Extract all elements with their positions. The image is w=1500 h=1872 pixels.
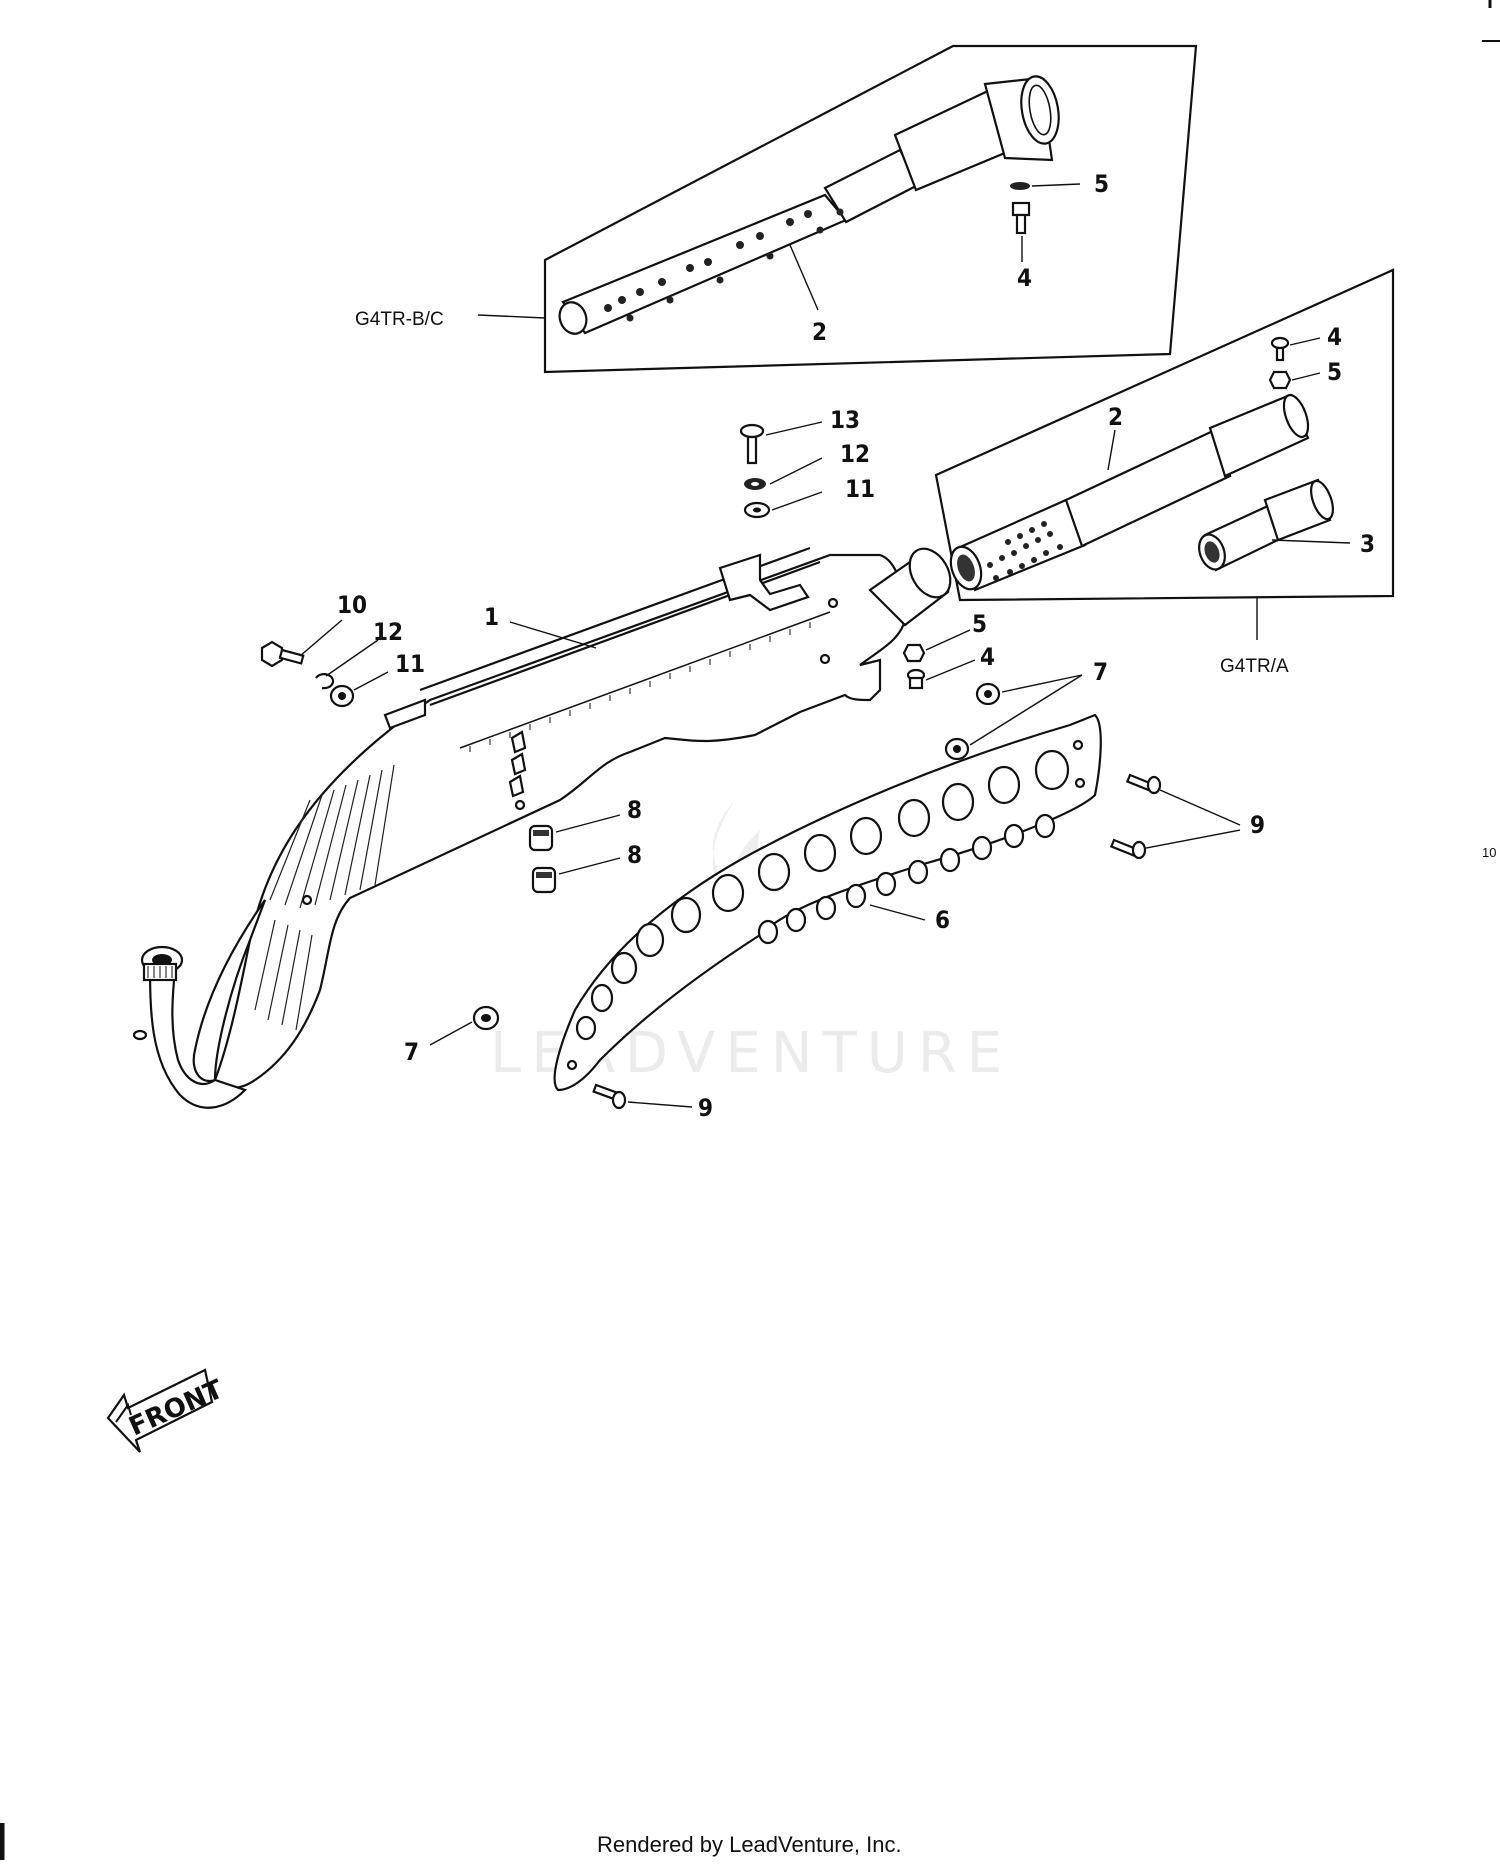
expansion-chamber: 1	[132, 546, 952, 1109]
chamber-shading	[254, 764, 395, 1031]
callout-7-lower: 7	[404, 1038, 419, 1066]
inset-g4tr-bc: 5 4 2 G4TR-B/C	[355, 44, 1198, 374]
bc-perforations	[604, 208, 844, 322]
callout-8-upper: 8	[627, 796, 642, 824]
callout-bc-2: 2	[812, 318, 827, 346]
outlet-hardware: 5 4	[902, 610, 995, 690]
callout-bc-5: 5	[1094, 170, 1109, 198]
a-nut	[1268, 370, 1292, 390]
callout-bc-4: 4	[1017, 264, 1032, 292]
callout-11-top: 11	[845, 475, 875, 503]
callout-10: 10	[337, 591, 367, 619]
callout-a-2: 2	[1108, 403, 1123, 431]
grommet-lower: 7	[404, 1005, 500, 1066]
screws-right: 9	[1109, 773, 1265, 860]
screw-lower: 9	[592, 1083, 713, 1122]
label-g4tr-bc: G4TR-B/C	[355, 309, 444, 330]
front-direction-arrow: FRONT	[106, 1368, 228, 1453]
bc-washer	[1010, 182, 1030, 190]
top-hardware-stack: 13 12 11	[739, 406, 875, 519]
callout-1: 1	[484, 603, 499, 631]
callout-a-3: 3	[1360, 530, 1375, 558]
right-margin-number: 10	[1482, 845, 1496, 860]
label-g4tr-a: G4TR/A	[1220, 656, 1289, 677]
a-baffle-tube	[949, 393, 1310, 592]
left-hardware-stack: 10 12 11	[260, 591, 425, 708]
callout-a-5: 5	[1327, 358, 1342, 386]
bc-bolt	[1011, 201, 1031, 235]
callout-9-lower: 9	[698, 1094, 713, 1122]
chamber-serrated-edge	[469, 622, 811, 752]
header-pipe	[132, 945, 248, 1109]
callout-6: 6	[935, 906, 950, 934]
callout-12-left: 12	[373, 618, 403, 646]
heat-shield-large-holes	[575, 749, 1070, 1041]
callout-11-left: 11	[395, 650, 425, 678]
callout-a-4: 4	[1327, 323, 1342, 351]
a-bolt	[1270, 336, 1290, 362]
spacers: 8 8	[528, 796, 642, 894]
a-tailpipe	[1198, 478, 1334, 572]
a-perforations	[987, 521, 1063, 581]
footer-credit: Rendered by LeadVenture, Inc.	[597, 1832, 902, 1857]
inset-g4tr-bc-frame	[543, 44, 1198, 374]
callout-5-outlet: 5	[972, 610, 987, 638]
grommets-upper: 7	[944, 658, 1108, 761]
inset-g4tr-a: 4 5 2 3 G4TR/A	[934, 268, 1395, 677]
callout-4-outlet: 4	[980, 643, 995, 671]
heat-shield-small-holes	[757, 813, 1056, 945]
callout-9-right: 9	[1250, 811, 1265, 839]
heat-shield: 6	[553, 713, 1102, 1092]
callout-12-top: 12	[840, 440, 870, 468]
callout-13: 13	[830, 406, 860, 434]
callout-8-lower: 8	[627, 841, 642, 869]
bc-baffle-tube	[558, 75, 1060, 335]
callout-7-upper: 7	[1093, 658, 1108, 686]
